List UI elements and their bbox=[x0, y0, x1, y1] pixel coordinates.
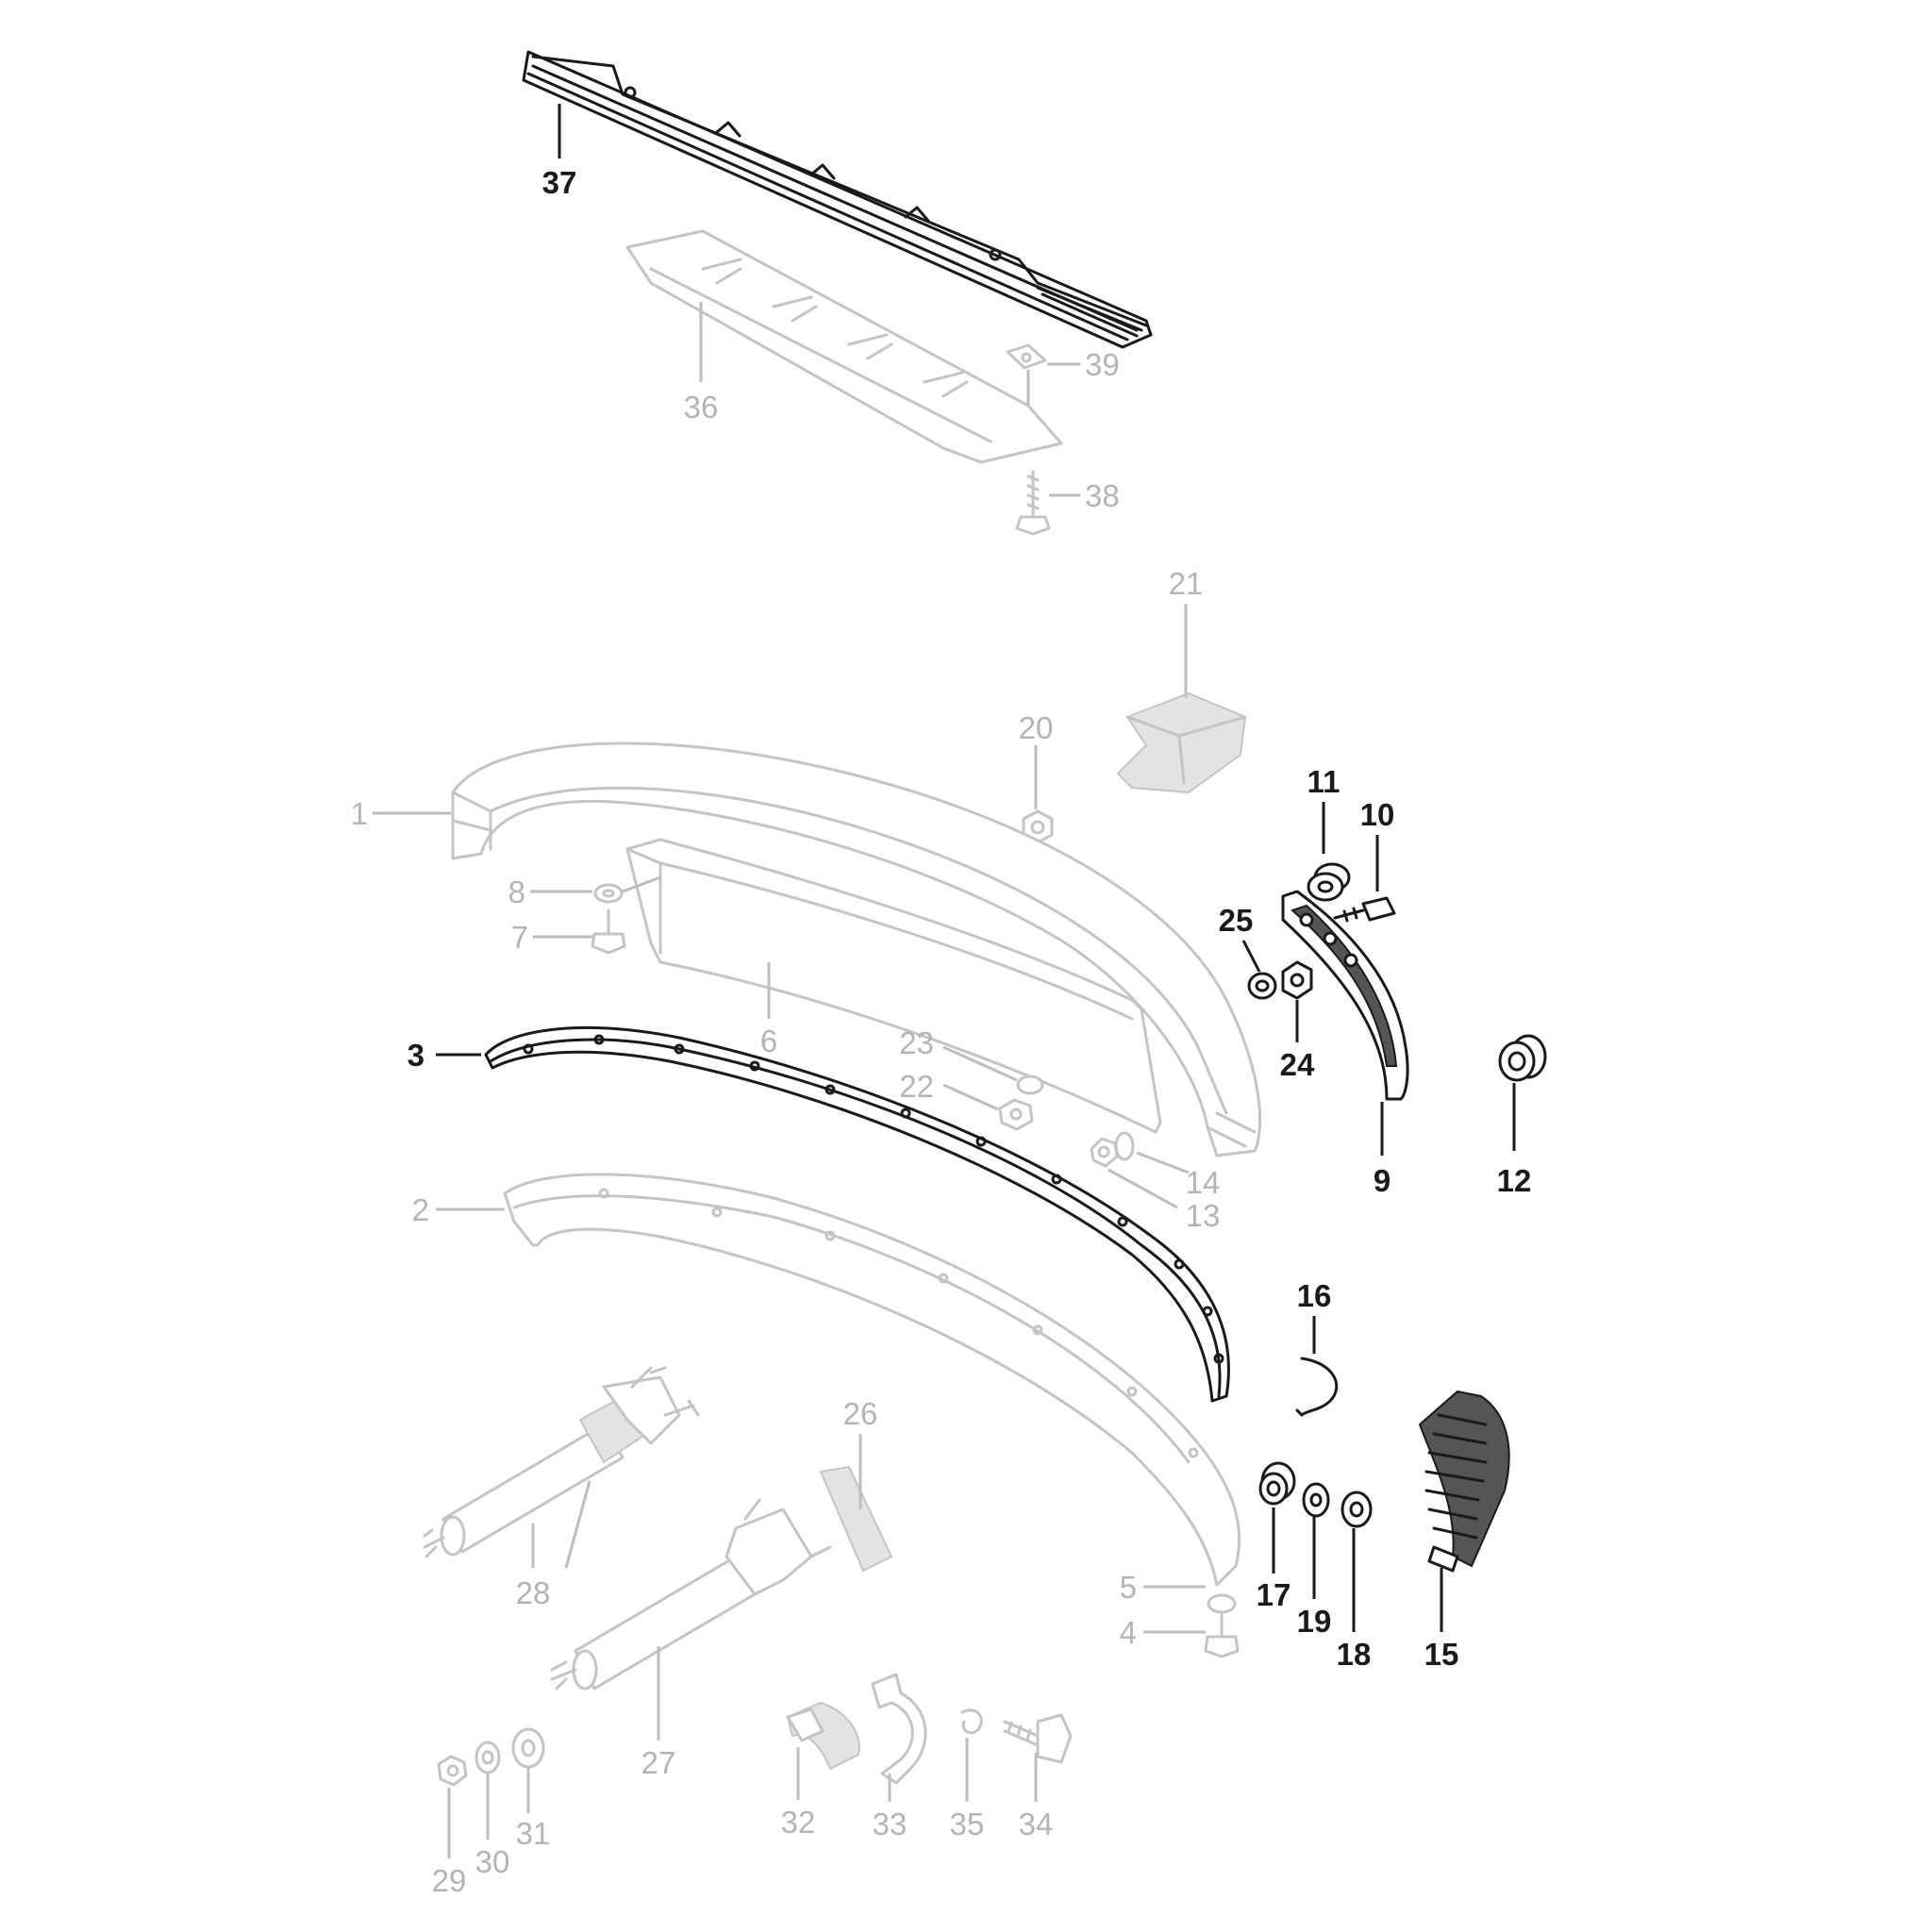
callout-5[interactable]: 5 bbox=[1120, 1570, 1137, 1605]
leader-25 bbox=[1241, 940, 1261, 973]
callout-28[interactable]: 28 bbox=[516, 1575, 551, 1610]
callout-9[interactable]: 9 bbox=[1374, 1163, 1391, 1198]
callout-12[interactable]: 12 bbox=[1497, 1163, 1532, 1198]
callout-22[interactable]: 22 bbox=[899, 1069, 934, 1104]
callout-labels: 37 36 39 38 21 20 11 10 1 8 7 25 6 3 23 … bbox=[351, 165, 1532, 1898]
part-19-washer[interactable] bbox=[1302, 1482, 1330, 1518]
callout-2[interactable]: 2 bbox=[412, 1192, 429, 1227]
part-30-washer[interactable] bbox=[475, 1740, 501, 1774]
callout-15[interactable]: 15 bbox=[1424, 1637, 1459, 1672]
leader-14 bbox=[1136, 1151, 1190, 1174]
callout-13[interactable]: 13 bbox=[1186, 1198, 1221, 1233]
callout-10[interactable]: 10 bbox=[1360, 797, 1395, 832]
part-12-grommet[interactable] bbox=[1498, 1034, 1547, 1082]
callout-31[interactable]: 31 bbox=[516, 1816, 551, 1851]
part-27-impact-absorber[interactable] bbox=[550, 1498, 832, 1690]
callout-27[interactable]: 27 bbox=[641, 1745, 676, 1780]
callout-23[interactable]: 23 bbox=[899, 1025, 934, 1060]
callout-7[interactable]: 7 bbox=[511, 920, 528, 955]
callout-35[interactable]: 35 bbox=[950, 1807, 985, 1841]
callout-6[interactable]: 6 bbox=[760, 1024, 777, 1058]
callout-38[interactable]: 38 bbox=[1085, 478, 1120, 513]
callout-37[interactable]: 37 bbox=[542, 165, 577, 200]
callout-20[interactable]: 20 bbox=[1019, 710, 1054, 745]
callout-18[interactable]: 18 bbox=[1337, 1637, 1372, 1672]
part-23-washer[interactable] bbox=[1016, 1074, 1044, 1095]
callout-33[interactable]: 33 bbox=[873, 1807, 908, 1841]
part-2-lower-bumper[interactable] bbox=[503, 1173, 1241, 1587]
callout-26[interactable]: 26 bbox=[843, 1396, 878, 1431]
part-39-clip-nut[interactable] bbox=[1006, 343, 1047, 370]
part-4-bolt[interactable] bbox=[1204, 1613, 1240, 1658]
leader-39 bbox=[1026, 362, 1080, 406]
callout-1[interactable]: 1 bbox=[351, 796, 368, 831]
callout-30[interactable]: 30 bbox=[475, 1844, 510, 1879]
callout-16[interactable]: 16 bbox=[1297, 1278, 1332, 1313]
callout-36[interactable]: 36 bbox=[684, 390, 719, 425]
part-14-washer[interactable] bbox=[1114, 1131, 1135, 1161]
leader-22 bbox=[942, 1083, 999, 1111]
callout-19[interactable]: 19 bbox=[1297, 1604, 1332, 1639]
callout-21[interactable]: 21 bbox=[1169, 566, 1204, 601]
callout-17[interactable]: 17 bbox=[1257, 1577, 1291, 1612]
leader-8 bbox=[530, 875, 661, 893]
part-31-washer[interactable] bbox=[511, 1727, 545, 1769]
part-37-trim-strip[interactable] bbox=[522, 50, 1153, 349]
callout-39[interactable]: 39 bbox=[1085, 347, 1120, 382]
callout-24[interactable]: 24 bbox=[1280, 1047, 1315, 1082]
part-38-screw[interactable] bbox=[1015, 470, 1051, 536]
callout-34[interactable]: 34 bbox=[1019, 1807, 1054, 1841]
part-16-spring-clip[interactable] bbox=[1295, 1357, 1339, 1417]
callout-4[interactable]: 4 bbox=[1120, 1615, 1137, 1650]
part-35-spring-washer[interactable] bbox=[960, 1708, 983, 1735]
callout-11[interactable]: 11 bbox=[1307, 764, 1341, 799]
callout-32[interactable]: 32 bbox=[781, 1805, 816, 1840]
part-22-nut[interactable] bbox=[998, 1098, 1034, 1131]
part-7-bolt[interactable] bbox=[591, 908, 626, 955]
part-17-grommet[interactable] bbox=[1258, 1461, 1296, 1506]
callout-8[interactable]: 8 bbox=[508, 874, 525, 909]
part-28-impact-absorber[interactable] bbox=[423, 1366, 700, 1558]
callout-3[interactable]: 3 bbox=[408, 1038, 425, 1073]
part-9-guard-plate[interactable] bbox=[1281, 890, 1409, 1101]
part-6-filler-panel[interactable] bbox=[625, 838, 1162, 1134]
part-24-nut[interactable] bbox=[1281, 960, 1313, 1000]
leader-13 bbox=[1108, 1168, 1178, 1209]
callout-14[interactable]: 14 bbox=[1186, 1165, 1221, 1200]
leader-28 bbox=[531, 1480, 591, 1569]
part-11-grommet[interactable] bbox=[1307, 862, 1351, 902]
part-8-washer[interactable] bbox=[593, 883, 624, 904]
part-29-nut[interactable] bbox=[437, 1755, 468, 1787]
part-10-screw[interactable] bbox=[1333, 896, 1396, 923]
callout-29[interactable]: 29 bbox=[432, 1863, 467, 1898]
part-13-nut[interactable] bbox=[1090, 1137, 1119, 1168]
part-3-rubber-strip[interactable] bbox=[484, 1026, 1230, 1403]
part-34-bolt[interactable] bbox=[1003, 1713, 1073, 1764]
part-21-bracket[interactable] bbox=[1116, 691, 1247, 794]
part-33-bracket[interactable] bbox=[871, 1673, 927, 1785]
part-15-grille-insert[interactable] bbox=[1418, 1390, 1510, 1573]
callout-25[interactable]: 25 bbox=[1219, 903, 1254, 938]
part-32-clamp-block[interactable] bbox=[786, 1701, 860, 1771]
part-26-rubber-pad[interactable] bbox=[819, 1465, 893, 1573]
part-18-washer[interactable] bbox=[1341, 1491, 1373, 1528]
leader-23 bbox=[942, 1045, 1018, 1082]
part-25-washer[interactable] bbox=[1247, 972, 1277, 1000]
part-5-washer[interactable] bbox=[1207, 1593, 1237, 1614]
part-1-bumper-shell[interactable] bbox=[451, 741, 1262, 1158]
